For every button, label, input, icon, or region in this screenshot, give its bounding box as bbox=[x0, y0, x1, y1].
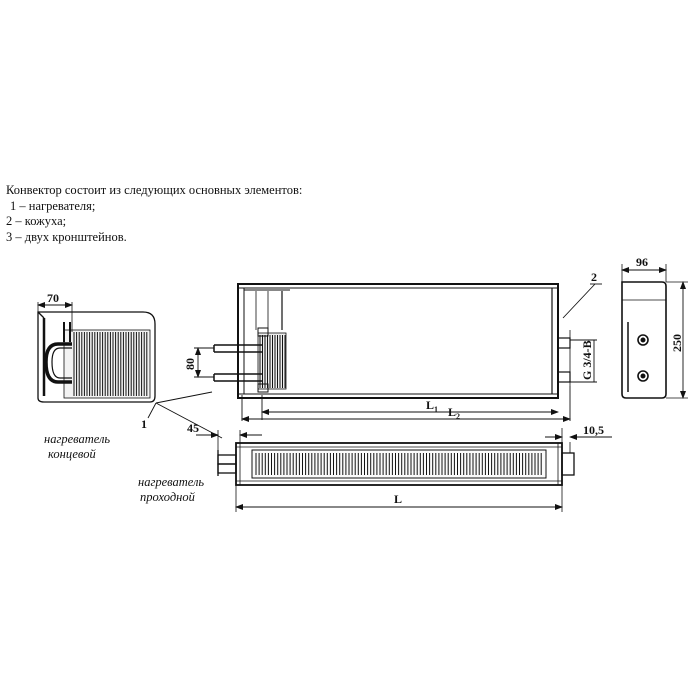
dim-80: 80 bbox=[183, 358, 197, 370]
description-item-3: 3 – двух кронштейнов. bbox=[6, 229, 127, 244]
end-heater-caption-2: концевой bbox=[48, 447, 96, 461]
pass-heater-caption-2: проходной bbox=[140, 490, 196, 504]
dim-250: 250 bbox=[670, 334, 684, 352]
dim-96: 96 bbox=[636, 255, 648, 269]
end-heater-caption-1: нагреватель bbox=[44, 432, 110, 446]
pass-heater-caption-1: нагреватель bbox=[138, 475, 204, 489]
callout-2: 2 bbox=[591, 270, 597, 284]
dim-70: 70 bbox=[47, 291, 59, 305]
convector-side-view bbox=[621, 264, 688, 399]
pass-heater-fins bbox=[255, 453, 542, 475]
thread-spec: G 3/4-B bbox=[580, 340, 594, 380]
end-heater-view bbox=[37, 302, 156, 403]
dim-l: L bbox=[394, 492, 402, 506]
callout-1-leaders bbox=[147, 391, 223, 439]
dim-80-lines bbox=[194, 347, 214, 378]
dim-45: 45 bbox=[187, 421, 199, 435]
description-item-2: 2 – кожуха; bbox=[6, 214, 67, 228]
description-item-1: 1 – нагревателя; bbox=[10, 198, 96, 213]
dim-l2: L2 bbox=[448, 405, 460, 421]
description-heading: Конвектор состоит из следующих основных … bbox=[6, 183, 303, 197]
pass-heater-view bbox=[196, 428, 612, 512]
front-heater-fins bbox=[259, 335, 286, 388]
length-dim-lines bbox=[241, 386, 571, 422]
convector-front-view bbox=[213, 283, 571, 399]
callout-1: 1 bbox=[141, 417, 147, 431]
end-heater-fins bbox=[73, 332, 148, 396]
dim-l1: L1 bbox=[426, 398, 438, 414]
component-description: Конвектор состоит из следующих основных … bbox=[6, 183, 302, 245]
callout-2-leader bbox=[562, 283, 596, 319]
dim-10-5: 10,5 bbox=[583, 423, 604, 437]
thread-dim-lines bbox=[570, 339, 597, 383]
